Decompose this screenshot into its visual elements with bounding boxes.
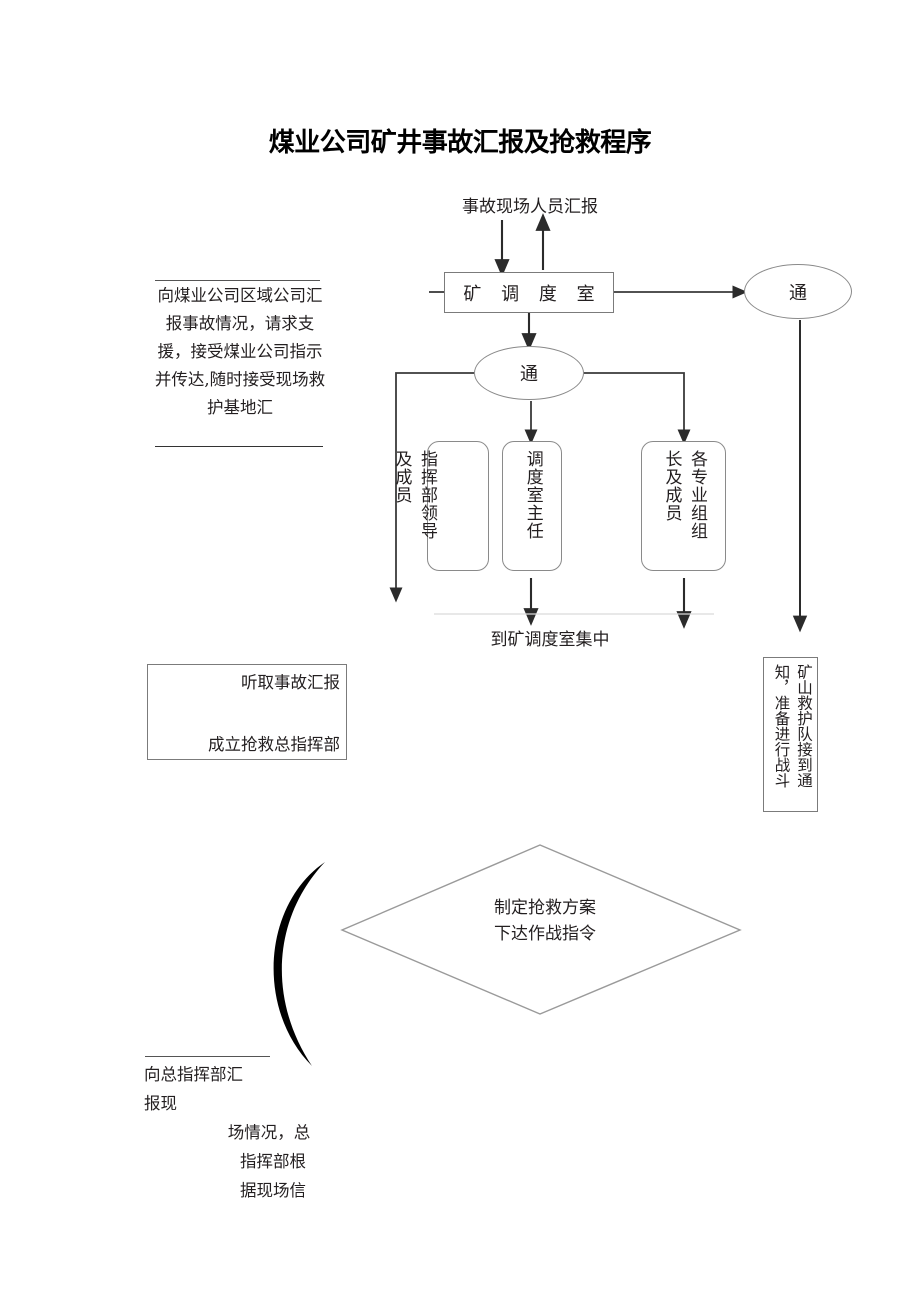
bottom-note-line-5: 据现场信 [240, 1181, 306, 1200]
crescent-arc [273, 862, 325, 1066]
establish-command-label: 成立抢救总指挥部 [208, 735, 340, 754]
rescue-plan-line2: 下达作战指令 [494, 924, 596, 944]
bottom-note-top-rule [145, 1056, 270, 1057]
rescue-plan-line1: 制定抢救方案 [494, 898, 596, 918]
left-note-top-rule [155, 280, 320, 281]
node-ellipse-middle: 通 [474, 346, 584, 400]
left-note-text: 向煤业公司区域公司汇报事故情况，请求支援，接受煤业公司指示并传达,随时接受现场救… [154, 286, 326, 417]
gather-label: 到矿调度室集中 [490, 630, 610, 650]
bottom-note-line-3: 场情况，总 [227, 1123, 311, 1142]
node-rescue-plan-label: 制定抢救方案 下达作战指令 [450, 895, 640, 947]
page-title: 煤业公司矿井事故汇报及抢救程序 [268, 128, 652, 158]
node-command-leaders-label: 指挥部领导 及成员 [391, 450, 438, 540]
node-dispatch-director-box [502, 441, 562, 571]
bottom-note-line-2: 报现 [144, 1094, 177, 1113]
node-command-leaders-label-wrap: 指挥部领导 及成员 [388, 450, 439, 565]
listen-report-label: 听取事故汇报 [241, 673, 340, 692]
node-rescue-team-box: 矿山救护队接到通 知，准备进行战斗 [763, 657, 818, 812]
node-mine-dispatch-room: 矿 调 度 室 [444, 272, 614, 313]
bottom-note-line-4: 指挥部根 [240, 1152, 306, 1171]
node-listen-establish-box: 听取事故汇报 成立抢救总指挥部 [147, 664, 347, 760]
branch-mid-ellipse-right [584, 372, 691, 445]
node-dispatch-director-label-wrap: 调度室主任 [502, 450, 562, 565]
node-rescue-team-label: 矿山救护队接到通 知，准备进行战斗 [772, 664, 813, 788]
node-ellipse-right: 通 [744, 264, 852, 319]
bottom-note-line-1: 向总指挥部汇 [144, 1065, 243, 1084]
left-note-underline [155, 446, 323, 447]
node-command-leaders-box [427, 441, 489, 571]
node-group-leaders-label: 各专业组组 长及成员 [661, 450, 708, 540]
node-group-leaders-label-wrap: 各专业组组 长及成员 [641, 450, 726, 565]
scene-report-label: 事故现场人员汇报 [462, 197, 598, 217]
node-group-leaders-box [641, 441, 726, 571]
node-dispatch-director-label: 调度室主任 [522, 450, 543, 540]
bottom-note-text: 向总指挥部汇 报现 场情况，总 指挥部根 据现场信 [144, 1060, 354, 1205]
